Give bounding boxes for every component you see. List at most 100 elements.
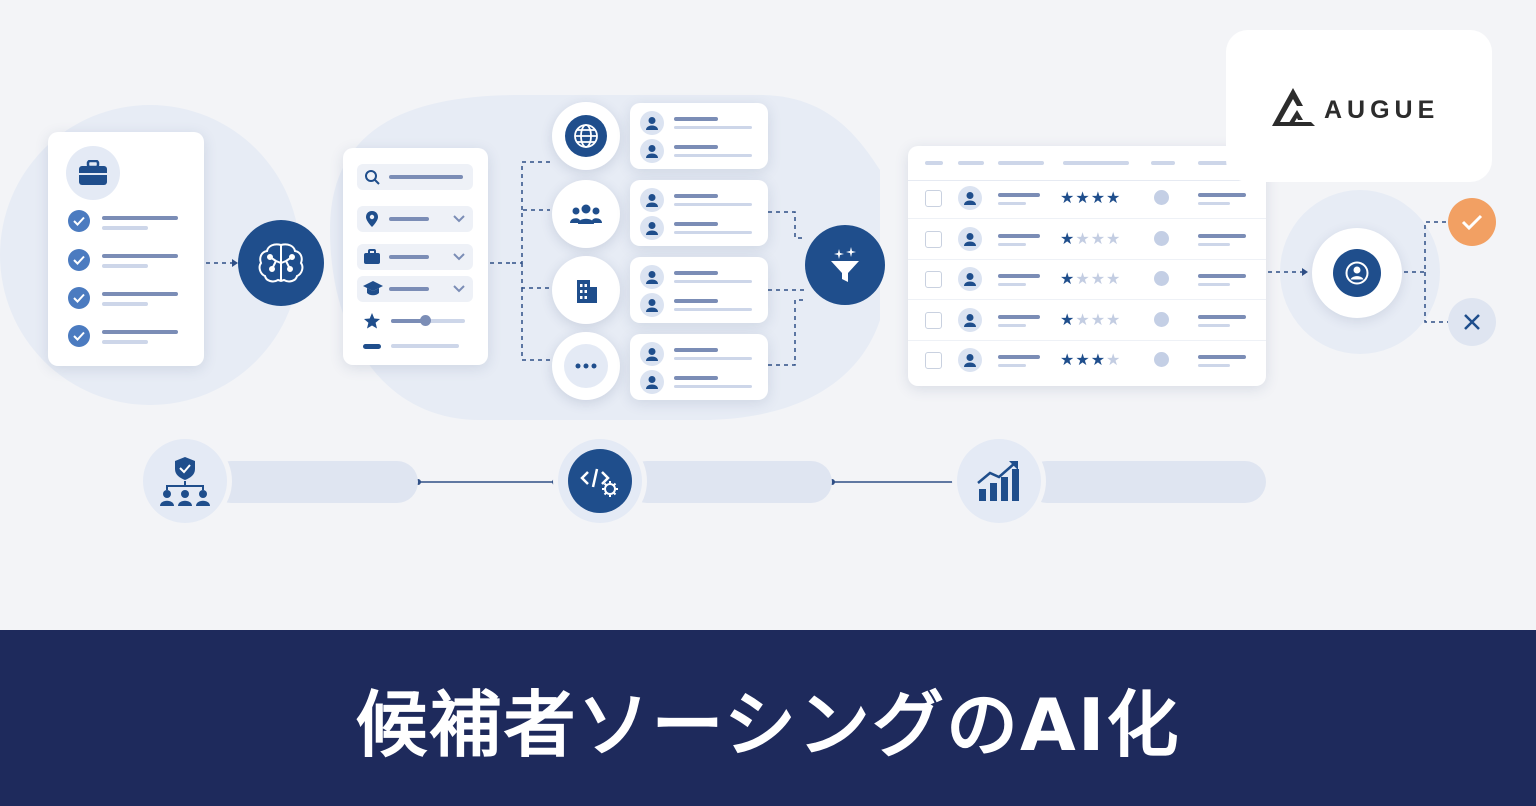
requirement-subline — [102, 226, 148, 230]
rating-stars: ★★★★ — [1060, 310, 1121, 329]
people-icon — [570, 204, 602, 224]
source-web[interactable] — [552, 102, 620, 170]
filter-value-line — [389, 287, 429, 291]
candidate-subline — [674, 126, 752, 129]
candidate-subline — [674, 385, 752, 388]
table-row[interactable]: ★★★★ — [908, 259, 1266, 300]
job-filter-dropdown[interactable] — [357, 244, 473, 270]
candidate-line — [674, 299, 718, 303]
location-filter-dropdown[interactable] — [357, 206, 473, 232]
candidate-subline — [674, 308, 752, 311]
selected-candidate-node — [1312, 228, 1402, 318]
status-dot — [1154, 231, 1169, 246]
check-icon — [1461, 214, 1483, 230]
source-community[interactable] — [552, 180, 620, 248]
candidate-line — [674, 222, 718, 226]
table-row[interactable]: ★★★★ — [908, 300, 1266, 341]
check-icon — [68, 249, 90, 271]
globe-badge — [565, 115, 607, 157]
search-icon — [365, 170, 380, 185]
brain-icon — [258, 243, 304, 283]
candidate-group-card — [630, 103, 768, 169]
requirement-subline — [102, 340, 148, 344]
star-icon: ★ — [1090, 350, 1107, 369]
user-icon — [958, 267, 982, 291]
briefcase-icon — [79, 160, 107, 185]
star-icon: ★ — [1106, 310, 1122, 329]
graduation-cap-icon — [363, 281, 383, 296]
check-icon — [68, 325, 90, 347]
option-line — [391, 344, 459, 348]
candidate-line — [674, 117, 718, 121]
check-icon — [68, 287, 90, 309]
source-company[interactable] — [552, 256, 620, 324]
star-icon: ★ — [1075, 310, 1091, 329]
requirement-subline — [102, 264, 148, 268]
approve-badge[interactable] — [1448, 198, 1496, 246]
source-more[interactable] — [552, 332, 620, 400]
brand-name: AUGUE — [1324, 96, 1440, 124]
user-icon — [1345, 261, 1369, 285]
star-icon: ★ — [1106, 350, 1122, 369]
status-dot — [1154, 352, 1169, 367]
star-icon: ★ — [1106, 229, 1122, 248]
candidate-subline — [674, 231, 752, 234]
team-icon — [160, 457, 210, 506]
rating-stars: ★★★★ — [1060, 188, 1121, 207]
candidate-subline — [674, 203, 752, 206]
candidate-ranking-table: ★★★★ ★★★★ ★★★★ ★★★★ — [908, 146, 1266, 386]
candidate-line — [674, 271, 718, 275]
footer-banner: 候補者ソーシングのAI化 — [0, 630, 1536, 806]
candidate-subline — [674, 280, 752, 283]
star-icon: ★ — [1075, 269, 1091, 288]
rating-slider-fill — [391, 319, 425, 323]
star-icon: ★ — [1106, 269, 1122, 288]
table-header — [908, 146, 1266, 181]
star-icon: ★ — [1060, 269, 1076, 288]
more-badge — [564, 344, 608, 388]
rating-stars: ★★★★ — [1060, 229, 1121, 248]
row-checkbox[interactable] — [925, 271, 942, 288]
job-requirements-card — [48, 132, 204, 366]
status-dot — [1154, 312, 1169, 327]
candidate-subline — [674, 357, 752, 360]
search-input[interactable] — [357, 164, 473, 190]
candidate-line — [674, 194, 718, 198]
rating-slider-handle[interactable] — [420, 315, 431, 326]
star-icon: ★ — [1075, 188, 1091, 207]
star-icon: ★ — [1090, 310, 1107, 329]
star-icon: ★ — [1060, 188, 1076, 207]
check-icon — [68, 210, 90, 232]
user-icon — [640, 111, 664, 135]
reject-badge[interactable] — [1448, 298, 1496, 346]
user-icon — [640, 370, 664, 394]
status-dot — [1154, 271, 1169, 286]
filter-value-line — [389, 217, 429, 221]
star-icon: ★ — [1060, 350, 1076, 369]
table-row[interactable]: ★★★★ — [908, 219, 1266, 260]
timeline-bar — [210, 461, 418, 503]
option-marker — [363, 344, 381, 349]
star-icon: ★ — [1106, 188, 1122, 207]
briefcase-badge — [66, 146, 120, 200]
requirement-subline — [102, 302, 148, 306]
brand-logo-mark — [1272, 88, 1315, 126]
user-icon — [640, 139, 664, 163]
candidate-line — [674, 348, 718, 352]
star-icon: ★ — [1090, 269, 1107, 288]
user-icon — [640, 265, 664, 289]
star-icon — [364, 313, 380, 329]
globe-icon — [574, 124, 598, 148]
row-checkbox[interactable] — [925, 352, 942, 369]
row-checkbox[interactable] — [925, 231, 942, 248]
table-row[interactable]: ★★★★ — [908, 178, 1266, 219]
table-row[interactable]: ★★★★ — [908, 340, 1266, 380]
candidate-group-card — [630, 180, 768, 246]
rating-stars: ★★★★ — [1060, 269, 1121, 288]
timeline-team-node — [138, 434, 232, 528]
ai-filter-node — [805, 225, 885, 305]
row-checkbox[interactable] — [925, 312, 942, 329]
education-filter-dropdown[interactable] — [357, 276, 473, 302]
row-checkbox[interactable] — [925, 190, 942, 207]
star-icon: ★ — [1075, 350, 1091, 369]
